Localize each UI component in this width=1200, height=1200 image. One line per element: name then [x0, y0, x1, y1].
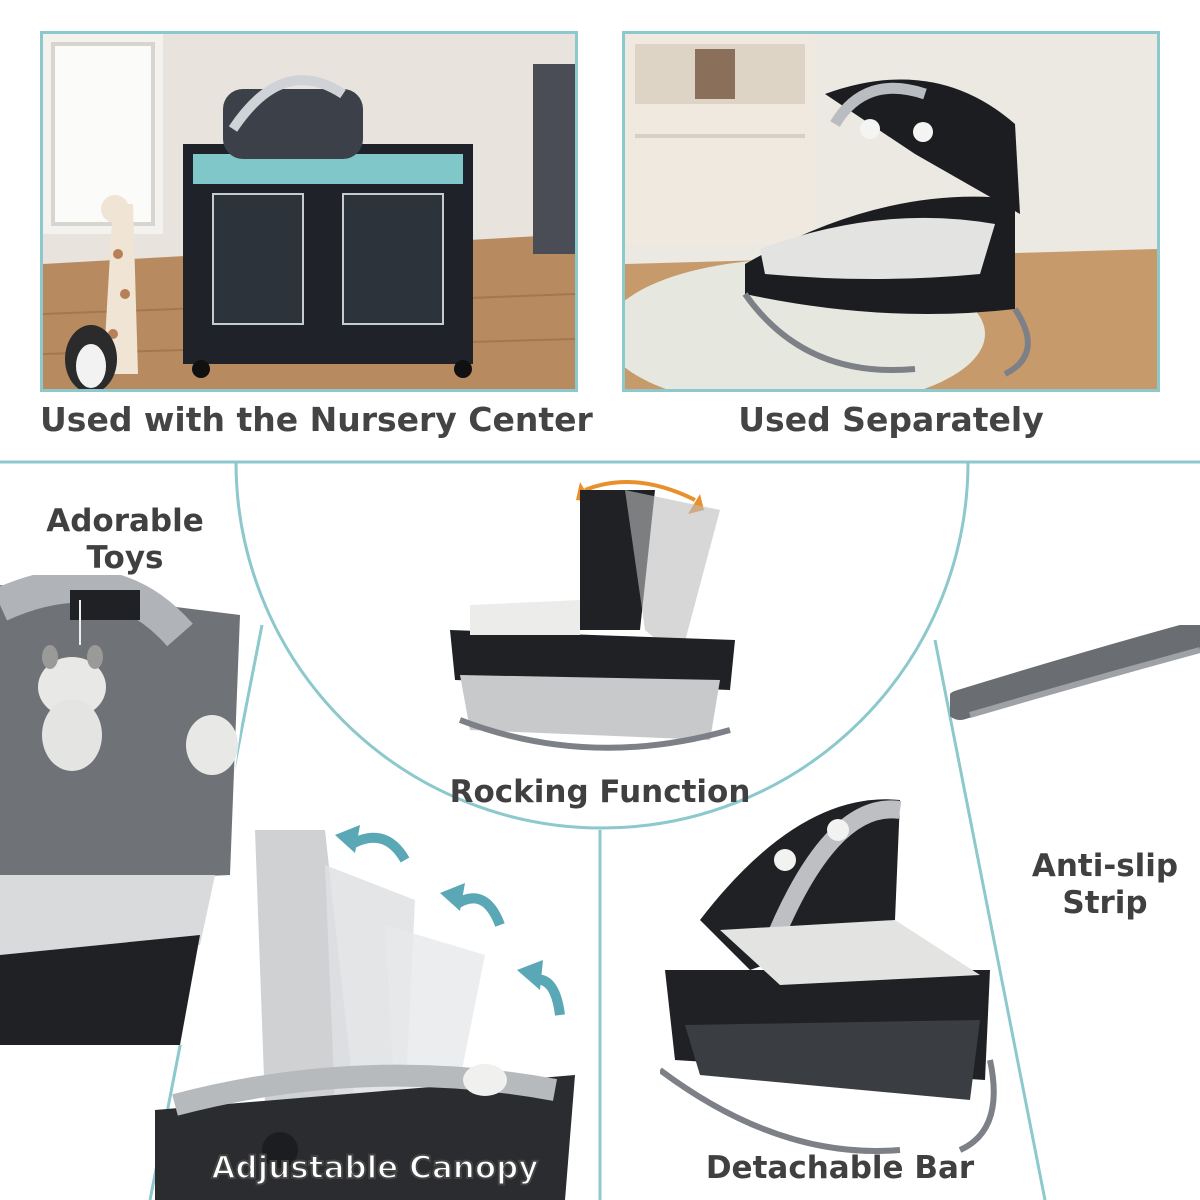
adorable-toys-closeup [0, 575, 255, 1045]
adjustable-canopy-closeup [155, 825, 575, 1200]
nursery-center-photo [40, 31, 578, 392]
adorable-toys-line2: Toys [86, 540, 164, 576]
rocking-arrow-icon [584, 480, 696, 502]
nursery-center-caption: Used with the Nursery Center [40, 400, 593, 439]
canopy-arrow-icon-2 [452, 893, 505, 927]
anti-slip-strip-closeup [950, 625, 1200, 720]
adorable-toys-line1: Adorable [46, 503, 204, 539]
canopy-arrow-icon-1 [347, 832, 410, 863]
anti-slip-strip-label: Anti-slip Strip [1000, 848, 1200, 922]
anti-slip-strip-line1: Anti-slip [1031, 848, 1179, 884]
adorable-toys-label: Adorable Toys [20, 503, 230, 577]
detachable-bar-image [660, 799, 997, 1154]
anti-slip-strip-line2: Strip [1062, 885, 1148, 921]
rocking-bassinet-image [450, 480, 735, 751]
separate-use-caption: Used Separately [738, 400, 1044, 439]
detachable-bar-label: Detachable Bar [705, 1150, 975, 1186]
rocking-function-label: Rocking Function [449, 774, 751, 810]
separate-use-photo [622, 31, 1160, 392]
adjustable-canopy-label: Adjustable Canopy [210, 1149, 539, 1187]
